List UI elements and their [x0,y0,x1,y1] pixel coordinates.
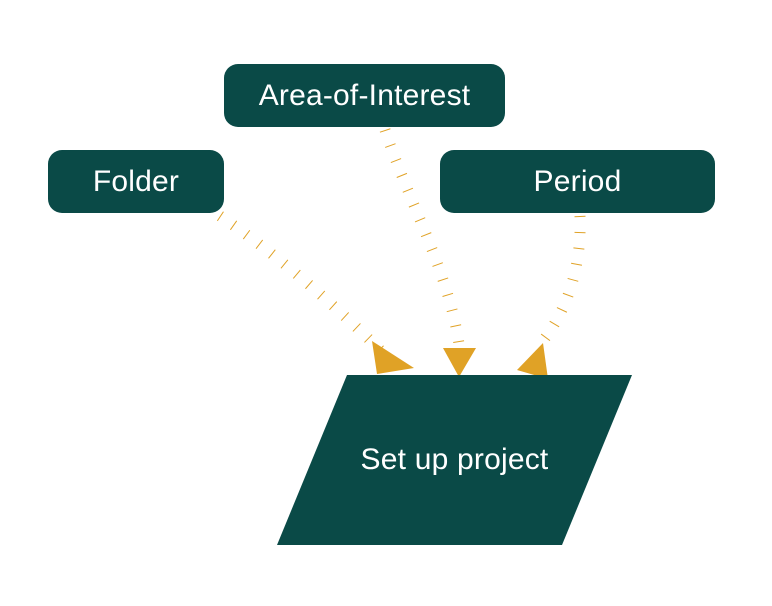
edge-period-to-setup [517,215,586,379]
node-period-label: Period [533,164,622,198]
edge-folder-to-setup-arrowhead [372,341,414,374]
node-period[interactable]: Period [440,150,715,213]
node-area-of-interest-label: Area-of-Interest [258,78,471,112]
node-folder-label: Folder [92,164,180,198]
process-node-shape[interactable] [277,375,632,545]
edge-folder-to-setup-path [216,211,386,356]
process-node-label: Set up project [360,443,549,476]
edge-aoi-to-setup [379,128,476,377]
node-folder[interactable]: Folder [48,150,224,213]
edge-period-to-setup-path [531,215,586,353]
edge-aoi-to-setup-arrowhead [443,348,476,377]
node-area-of-interest[interactable]: Area-of-Interest [224,64,505,127]
edge-period-to-setup-arrowhead [517,343,548,379]
edge-folder-to-setup [216,211,414,374]
